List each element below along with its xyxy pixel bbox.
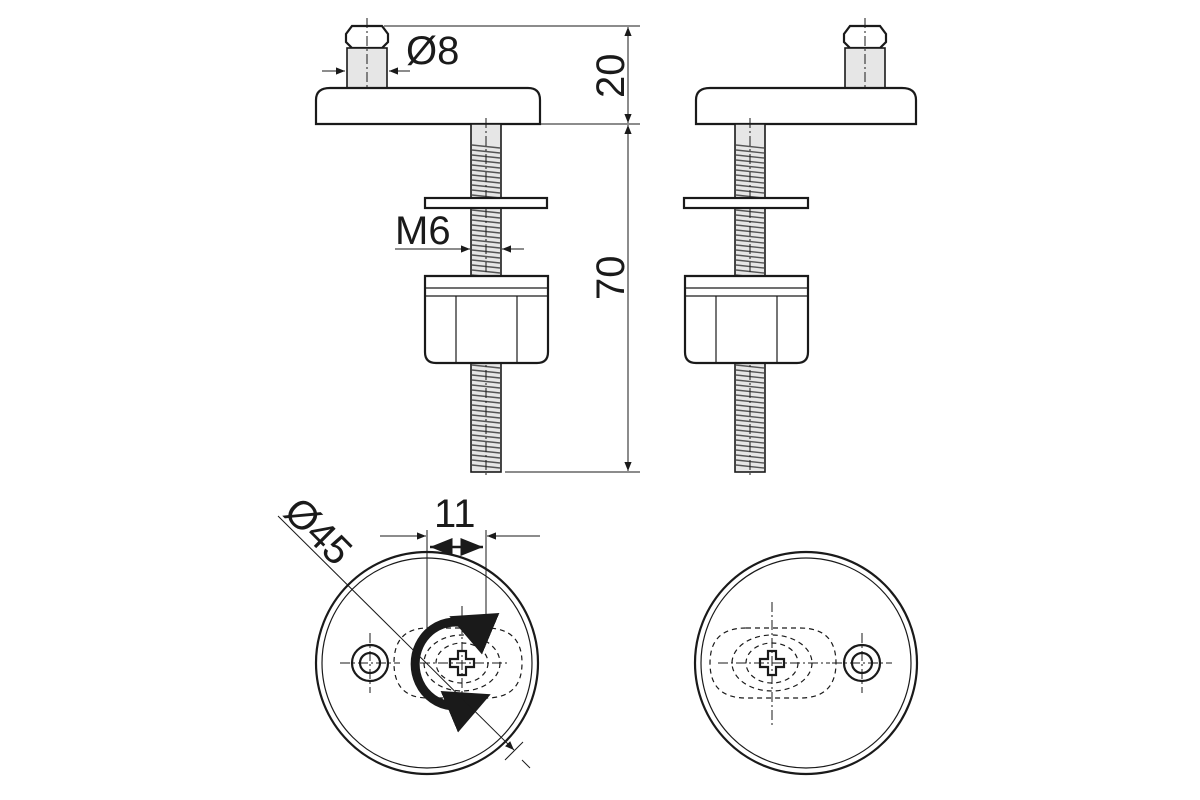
right-washer bbox=[682, 196, 810, 210]
thread-line bbox=[735, 259, 765, 264]
thread-line bbox=[735, 384, 765, 389]
right-plan-view bbox=[693, 550, 919, 776]
thread-line bbox=[735, 164, 765, 169]
rotation-arrow-icon bbox=[410, 612, 500, 733]
thread-line bbox=[735, 434, 765, 439]
thread-line bbox=[735, 234, 765, 239]
thread-line bbox=[471, 439, 501, 444]
left-pin bbox=[344, 18, 390, 92]
label-bolt-length: 70 bbox=[589, 256, 633, 301]
thread-line bbox=[471, 379, 501, 384]
thread-line bbox=[471, 434, 501, 439]
label-pin-diameter: Ø8 bbox=[406, 29, 459, 73]
thread-line bbox=[735, 239, 765, 244]
left-head-plate bbox=[314, 86, 542, 126]
dimension-slot-width: 11 bbox=[380, 492, 540, 628]
dimension-thread: M6 bbox=[395, 209, 524, 253]
right-side-view bbox=[682, 18, 918, 478]
left-nut bbox=[423, 274, 550, 365]
thread-line bbox=[735, 414, 765, 419]
thread-line bbox=[471, 234, 501, 239]
thread-line bbox=[471, 259, 501, 264]
thread-line bbox=[735, 169, 765, 174]
thread-line bbox=[471, 164, 501, 169]
right-pin bbox=[842, 18, 888, 96]
thread-line bbox=[471, 144, 501, 149]
thread-line bbox=[735, 144, 765, 149]
dimension-pin-diameter: Ø8 bbox=[322, 29, 459, 75]
thread-line bbox=[471, 149, 501, 154]
thread-line bbox=[471, 384, 501, 389]
label-thread: M6 bbox=[395, 209, 451, 253]
thread-line bbox=[471, 254, 501, 259]
thread-line bbox=[471, 239, 501, 244]
thread-line bbox=[471, 169, 501, 174]
dimension-pin-height: 20 bbox=[384, 25, 640, 125]
thread-line bbox=[735, 149, 765, 154]
right-head-plate bbox=[694, 86, 918, 126]
thread-line bbox=[735, 379, 765, 384]
label-pin-height: 20 bbox=[589, 54, 633, 99]
thread-line bbox=[735, 419, 765, 424]
dimension-bolt-length: 70 bbox=[505, 125, 640, 473]
label-slot-width: 11 bbox=[434, 492, 476, 536]
thread-line bbox=[735, 254, 765, 259]
label-base-diameter: Ø45 bbox=[276, 489, 361, 574]
left-washer bbox=[423, 196, 549, 210]
thread-line bbox=[735, 439, 765, 444]
thread-line bbox=[471, 419, 501, 424]
thread-line bbox=[471, 414, 501, 419]
left-side-view bbox=[314, 18, 550, 478]
right-nut bbox=[683, 274, 810, 365]
